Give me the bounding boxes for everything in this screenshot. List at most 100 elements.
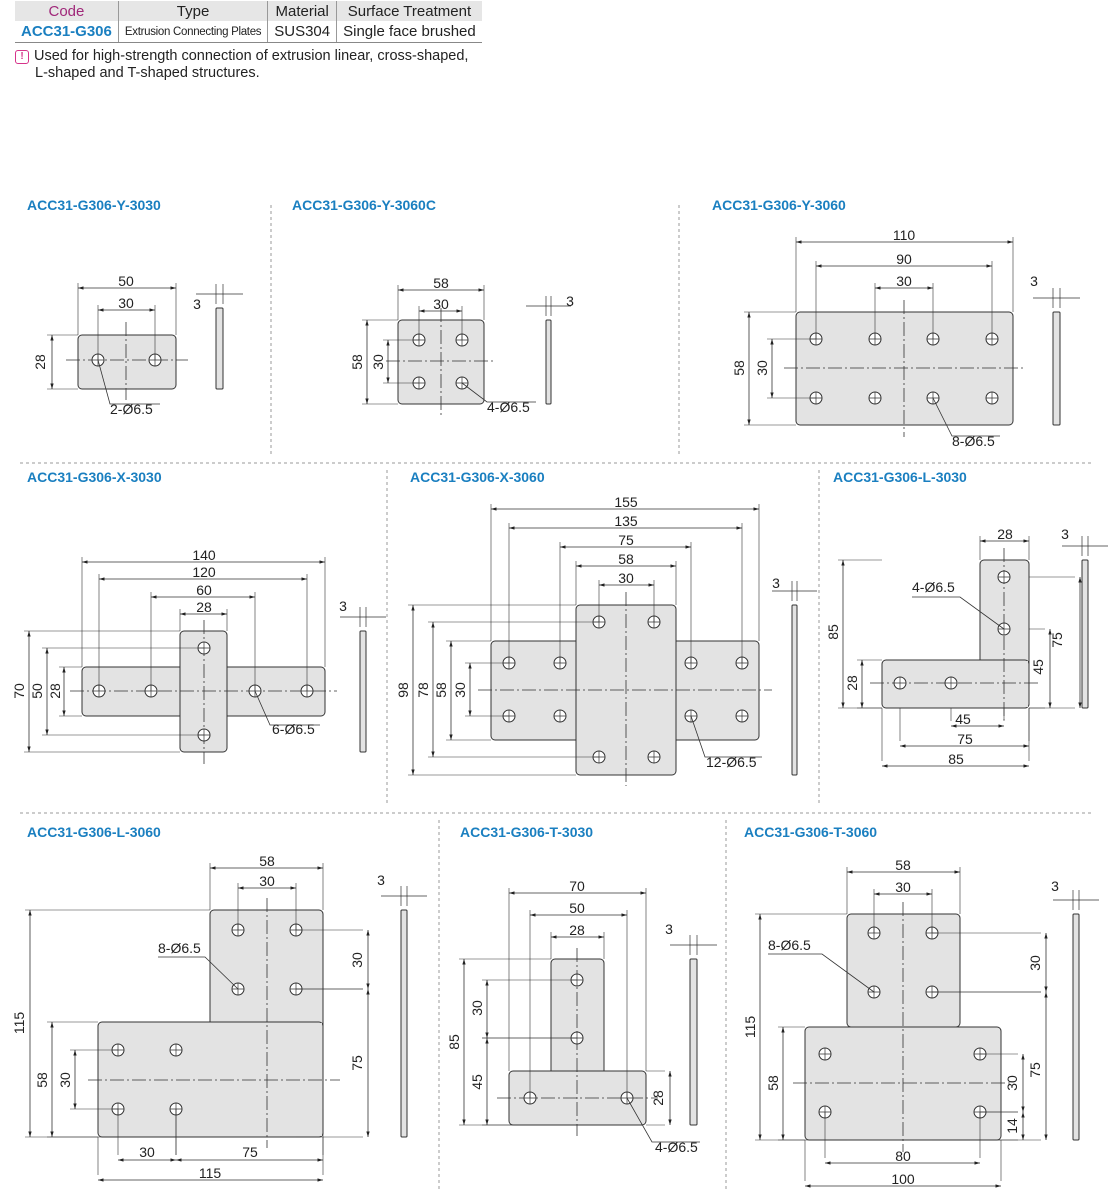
hole-callout: 12-Ø6.5 [706,754,757,770]
extension-line [778,1026,805,1141]
header-type: Type [117,1,268,21]
extension-line [47,1021,98,1138]
extension-line [744,311,796,426]
thickness-dimension-line [1062,536,1108,556]
extension-line [150,592,256,691]
extension-line [598,580,655,622]
extension-line [42,647,204,736]
hole-crosshair [869,392,881,404]
hole-crosshair [648,751,660,763]
extension-line [209,863,324,910]
extension-line [508,523,743,663]
dimension-label: 30 [1027,955,1043,971]
extension-line [873,889,933,933]
extension-line [24,630,180,753]
exclamation-icon: ! [15,50,29,64]
hole-callout: 6-Ø6.5 [272,721,315,737]
extension-line [446,640,491,741]
extension-line [237,883,297,930]
header-material: Material [267,1,337,21]
dimension-label: 45 [955,711,971,727]
dimension-label: 3 [377,872,385,888]
side-view [1052,311,1061,426]
part-title: ACC31-G306-L-3060 [27,824,161,840]
plate-fill [211,1023,322,1136]
plate [795,311,1014,426]
side-view [689,958,698,1126]
dimension-label: 3 [1061,526,1069,542]
spec-table-header: Code Type Material Surface Treatment [15,1,482,21]
dimension-label: 75 [1027,1062,1043,1078]
extension-line [1029,628,1045,709]
dimension-label: 28 [844,675,860,691]
dimension-label: 100 [891,1171,915,1187]
note-line-2: L-shaped and T-shaped structures. [35,65,260,81]
leader-line [912,596,1005,630]
leader-line [97,359,160,405]
dimension-label: 58 [895,857,911,873]
usage-note: !Used for high-strength connection of ex… [15,48,468,82]
leader-line [158,956,239,990]
extension-line [70,1049,118,1110]
extension-line [575,561,677,605]
extension-line [97,305,156,360]
hole-crosshair [894,677,906,689]
side-view [1081,559,1089,709]
part-title: ACC31-G306-L-3030 [833,469,967,485]
dimension-label: 58 [259,853,275,869]
extension-line [857,659,882,709]
dimension-label: 3 [665,921,673,937]
dimension-label: 58 [731,360,747,376]
dimension-label: 3 [566,293,574,309]
extension-line [77,283,177,335]
hole-callout: 8-Ø6.5 [768,937,811,953]
side-view [791,604,798,776]
extension-line [465,662,509,717]
extension-line [979,536,1030,560]
dimension-label: 28 [569,922,585,938]
part-title: ACC31-G306-T-3030 [460,824,593,840]
dimension-label: 75 [242,1144,258,1160]
hole-crosshair [170,1044,182,1056]
part-title: ACC31-G306-Y-3060C [292,197,436,213]
part-title: ACC31-G306-X-3030 [27,469,162,485]
dimension-label: 3 [772,575,780,591]
side-view [545,319,552,405]
side-view [215,307,224,390]
cell-type: Extrusion Connecting Plates [117,21,268,43]
extension-line [815,261,993,339]
thickness-dimension-line [1033,288,1080,308]
thickness-dimension-line [381,886,427,906]
dimension-label: 75 [957,731,973,747]
thickness-dimension-line [340,607,386,627]
thickness-dimension-line [1053,890,1099,910]
extension-line [508,888,647,1071]
dimension-label: 120 [192,564,216,580]
dimension-label: 28 [47,683,63,699]
side-view [1072,913,1080,1141]
extension-line [881,708,1030,761]
hole-callout: 4-Ø6.5 [912,579,955,595]
plate-fill [181,668,226,715]
dimension-label: 60 [196,582,212,598]
extension-line [795,237,1014,312]
extension-line [874,283,934,339]
dimension-label: 30 [259,873,275,889]
extension-line [767,338,816,399]
dimension-label: 155 [614,494,638,510]
dimension-label: 50 [569,900,585,916]
dimension-label: 28 [997,526,1013,542]
dimension-label: 78 [415,682,431,698]
hole-callout: 8-Ø6.5 [158,940,201,956]
header-surface: Surface Treatment [336,1,482,21]
dimension-label: 30 [1004,1075,1020,1091]
dimension-label: 30 [370,354,386,370]
thickness-dimension-line [670,935,717,955]
dimension-label: 140 [192,547,216,563]
dimension-label: 14 [1004,1118,1020,1134]
dimension-label: 70 [11,683,27,699]
extension-line [81,557,326,667]
extension-line [47,334,78,390]
